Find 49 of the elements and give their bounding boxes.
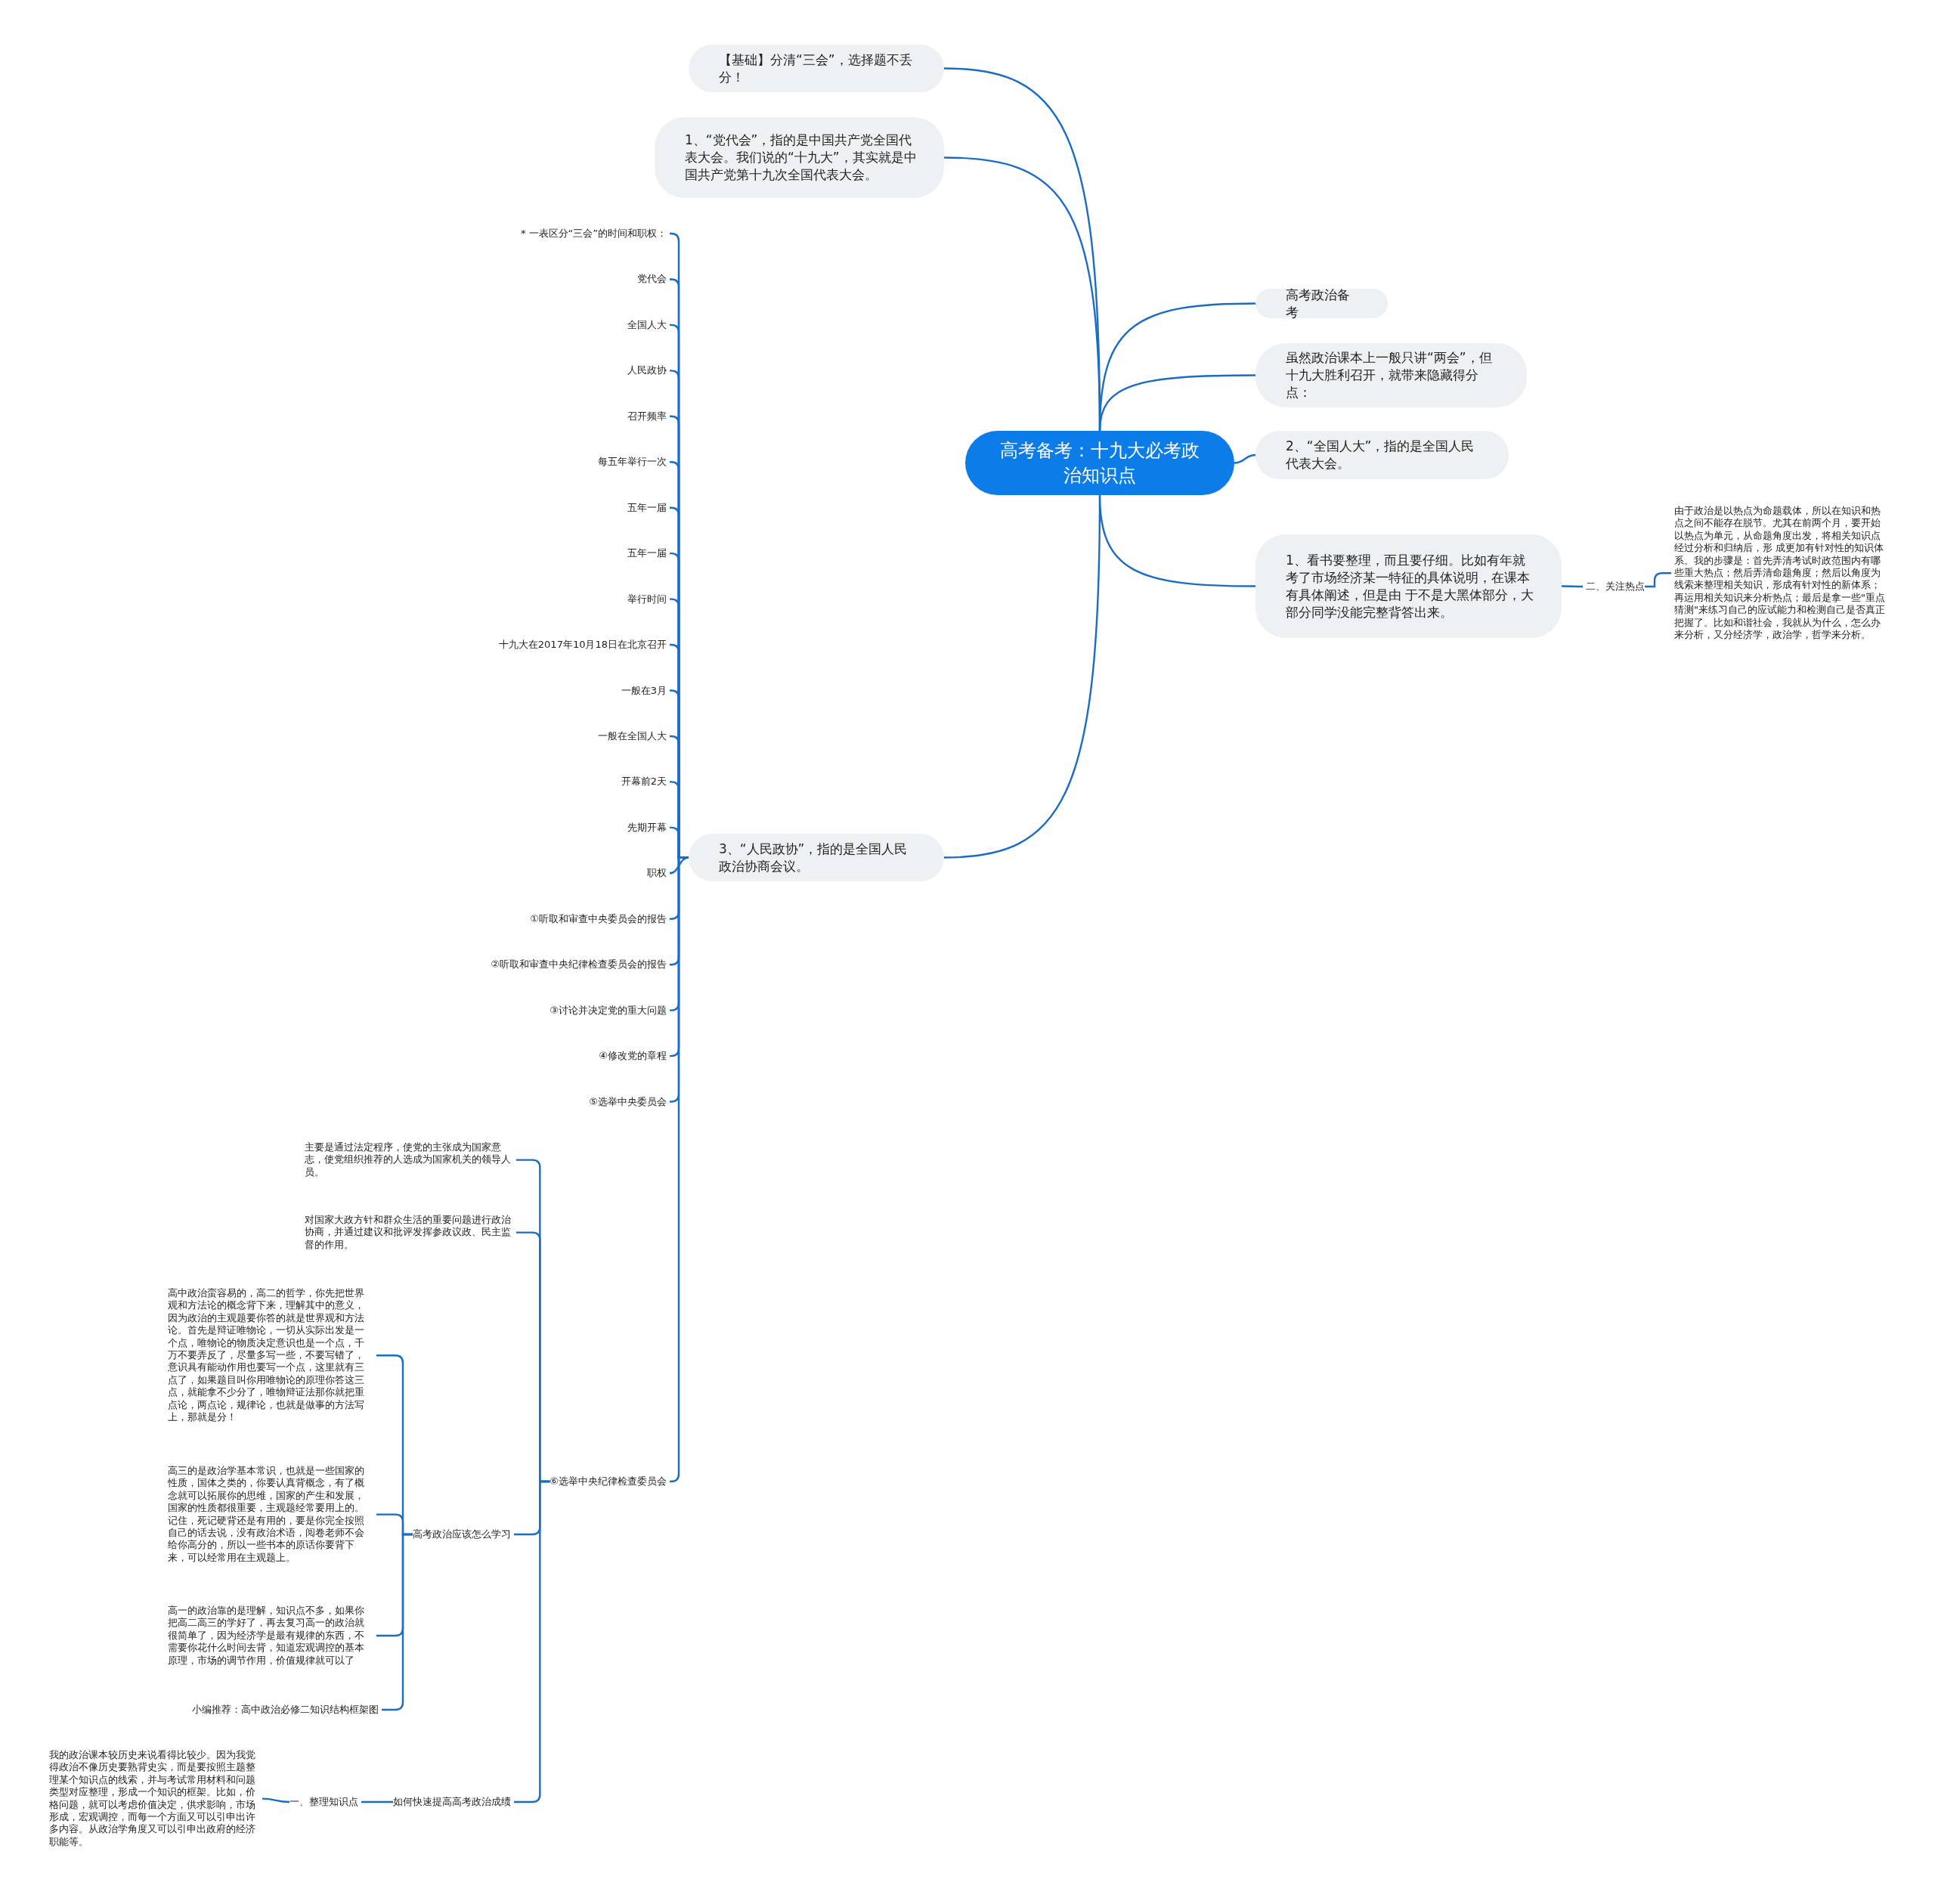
topic-text: 开幕前2天 <box>621 776 667 788</box>
topic-text: 由于政治是以热点为命题载体，所以在知识和热点之间不能存在脱节。尤其在前两个月，要开始以热点为单元，从命题角度出发，将相关知识点经过分析和归纳后，形 成更加有针对性的知识体系。我的步骤是：首先弄清考试时政范围内有哪些重大热点；然后弄清命题角度；然后以角度为线索来整理相关知识，形成有针对性的新体系；再运用相关知识来分析热点；最后是拿一些"重点猜测"来练习自己的应试能力和检测自己是否真正把握了。比如和谐社会，我就从为什么，怎么办来分析，又分经济学，政治学，哲学来分析。 <box>1674 505 1890 642</box>
topic-text: 全国人大 <box>627 318 667 332</box>
topic-text: 高考政治应该怎么学习 <box>413 1528 511 1541</box>
topic-bubble: 1、“党代会”，指的是中国共产党全国代表大会。我们说的“十九大”，其实就是中国共产党第十九次全国代表大会。 <box>655 117 944 198</box>
topic-text: 二、关注热点 <box>1586 580 1645 593</box>
topic-text: 一般在3月 <box>621 684 667 697</box>
central-topic: 高考备考：十九大必考政治知识点 <box>965 431 1234 495</box>
topic-text: 召开频率 <box>627 410 667 423</box>
topic-text: 主要是通过法定程序，使党的主张成为国家意志，使党组织推荐的人选成为国家机关的领导人员。 <box>305 1141 513 1179</box>
topic-text: ①听取和审查中央委员会的报告 <box>530 912 667 925</box>
topic-bubble: 1、看书要整理，而且要仔细。比如有年就考了市场经济某一特征的具体说明，在课本有具体阐述，但是由 于不是大黑体部分，大部分同学没能完整背答出来。 <box>1255 534 1562 638</box>
topic-text: 人民政协 <box>627 364 667 377</box>
topic-text: ④修改党的章程 <box>599 1049 667 1063</box>
topic-bubble: 虽然政治课本上一般只讲“两会”，但十九大胜利召开，就带来隐藏得分点： <box>1255 343 1527 407</box>
topic-text: 高一的政治靠的是理解，知识点不多，如果你把高二高三的学好了，再去复习高一的政治就很简单了，因为经济学是最有规律的东西，不需要你花什么时间去背，知道宏观调控的基本原理，市场的调节作用，价值规律就可以了 <box>168 1605 373 1667</box>
topic-text: 五年一届 <box>627 501 667 514</box>
connector <box>1098 494 1255 587</box>
connector <box>262 1797 290 1803</box>
topic-bubble: 2、“全国人大”，指的是全国人民代表大会。 <box>1255 431 1509 479</box>
topic-text: 先期开幕 <box>627 821 667 834</box>
topic-text: 高中政治蛮容易的，高二的哲学，你先把世界观和方法论的概念背下来，理解其中的意义，因为政治的主观题要你答的就是世界观和方法论。首先是辩证唯物论，一切从实际出发是一个点，唯物论的物质决定意识也是一个点，千万不要弄反了，尽量多写一些，不要写错了，意识具有能动作用也要写一个点，这里就有三点了，如果题目叫你用唯物论的原理你答这三点，就能拿不少分了，唯物辩证法那你就把重点论，两点论，规律论，也就是做事的方法写上，那就是分！ <box>168 1287 373 1424</box>
topic-text: 高三的是政治学基本常识，也就是一些国家的性质，国体之类的，你要认真背概念，有了概念就可以拓展你的思维，国家的产生和发展，国家的性质都很重要，主观题经常要用上的。记住，死记硬背还是有用的，要是你完全按照自己的话去说，没有政治术语，阅卷老师不会给你高分的，所以一些书本的原话你要背下来，可以经常用在主观题上。 <box>168 1465 373 1565</box>
topic-text: 我的政治课本较历史来说看得比较少。因为我觉得政治不像历史要熟背史实，而是要按照主题整理某个知识点的线索，并与考试常用材料和问题类型对应整理，形成一个知识的框架。比如，价格问题，就可以考虑价值决定，供求影响，市场形成，宏观调控，而每一个方面又可以引申出许多内容。从政治学角度又可以引申出政府的经济职能等。 <box>49 1749 259 1849</box>
topic-text: 一、整理知识点 <box>289 1795 358 1809</box>
topic-bubble: 高考政治备考 <box>1255 289 1388 318</box>
topic-text: 举行时间 <box>627 593 667 605</box>
topic-bubble: 3、“人民政协”，指的是全国人民政治协商会议。 <box>689 834 944 881</box>
topic-text: 十九大在2017年10月18日在北京召开 <box>498 638 667 652</box>
topic-text: ③讨论并决定党的重大问题 <box>550 1004 667 1017</box>
topic-text: 党代会 <box>637 273 667 286</box>
topic-text: 如何快速提高高考政治成绩 <box>393 1795 511 1809</box>
topic-text: ⑥选举中央纪律检查委员会 <box>550 1475 667 1488</box>
connector <box>1234 454 1256 464</box>
topic-text: * 一表区分“三会”的时间和职权： <box>520 227 667 240</box>
topic-text: 一般在全国人大 <box>598 729 667 743</box>
connector <box>361 1800 393 1803</box>
topic-text: ②听取和审查中央纪律检查委员会的报告 <box>491 958 667 971</box>
topic-text: 对国家大政方针和群众生活的重要问题进行政治协商，并通过建议和批评发挥参政议政、民主监督的作用。 <box>305 1214 513 1252</box>
connector <box>1645 572 1671 588</box>
connector <box>514 1480 550 1803</box>
topic-bubble: 【基础】分清“三会”，选择题不丢分！ <box>689 45 944 92</box>
topic-text: 五年一届 <box>627 546 667 560</box>
topic-text: 职权 <box>647 867 667 880</box>
connector <box>1098 374 1255 432</box>
topic-text: ⑤选举中央委员会 <box>589 1095 667 1108</box>
connector <box>1562 585 1583 588</box>
topic-text: 每五年举行一次 <box>598 456 667 469</box>
topic-text: 小编推荐：高中政治必修二知识结构框架图 <box>192 1703 379 1717</box>
